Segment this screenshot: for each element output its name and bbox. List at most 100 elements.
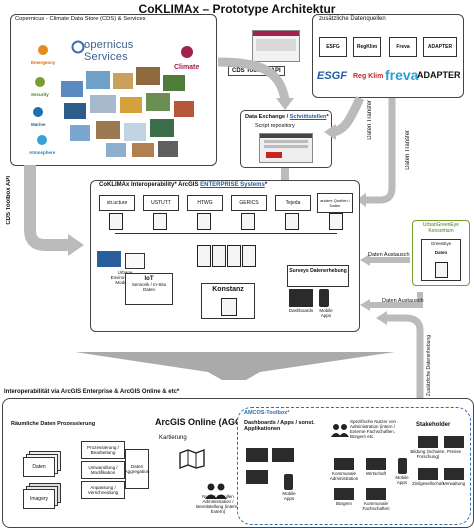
service-atmosphere: Atmosphere <box>29 133 55 156</box>
atmosphere-icon <box>37 135 48 145</box>
urbangreeneye-panel: UrbanGreenEye Konsortium GreenEye Daten <box>412 220 470 286</box>
agol-title: ArcGIS Online (AGOL)* <box>155 417 255 427</box>
daten-transfer-label-2: Daten Transfer <box>405 130 411 170</box>
copernicus-logo: opernicus Services <box>71 39 171 63</box>
interop-bus-line <box>115 233 337 234</box>
script-repository-screenshot <box>259 133 313 163</box>
interop-heading: CoKLIMAx Interoperability* ArcGIS ENTERP… <box>99 182 268 188</box>
page-title: CoKLIMAx – Prototype Architektur <box>138 2 336 16</box>
urbangreeneye-title: UrbanGreenEye Konsortium <box>422 222 460 234</box>
cds-web-thumbnail <box>252 30 300 62</box>
copernicus-logo-text: opernicus Services <box>84 39 134 63</box>
cds-heading: Copernicus - Climate Data Store (CDS) & … <box>15 16 146 22</box>
stake-item-1-screen <box>418 436 438 448</box>
cds-panel: Copernicus - Climate Data Store (CDS) & … <box>10 14 217 166</box>
stakeholder-title: Stakeholder <box>416 422 451 428</box>
climate-icon <box>180 46 193 58</box>
node-other-sources: andere Quellen / Daten <box>317 193 353 213</box>
stake-item-3-screen <box>418 468 438 480</box>
freva-logo: freva <box>385 67 419 83</box>
iot-box: IoT Sensorik / In-Situ Daten <box>125 273 173 305</box>
source-freva: Freva <box>389 37 417 57</box>
map-icon <box>179 449 205 469</box>
building-icon <box>125 253 145 269</box>
dash-item-1-screen <box>334 458 354 470</box>
data-stack-2: Imagery <box>23 483 63 509</box>
greeneye-box: GreenEye Daten <box>421 239 461 281</box>
process-step-1: Prozessierung / Bearbeitung <box>81 441 125 459</box>
imagery-label: Imagery <box>23 489 55 509</box>
bottom-heading: Interoperabilität via ArcGIS Enterprise … <box>4 389 180 395</box>
dash-screen-3 <box>246 470 268 484</box>
daten-austausch-label-1: Daten Austausch <box>368 252 410 258</box>
greeneye-daten: Daten <box>434 249 448 255</box>
spatial-processing-title: Räumliche Daten Prozessierung <box>11 421 96 427</box>
cds-toolbox-api-side-label: CDS Toolbox API <box>6 176 12 225</box>
mobile-app-icon <box>319 289 329 307</box>
dash-item-2-label: Wirtschaft <box>365 471 386 476</box>
dash-screen-2 <box>272 448 294 462</box>
esgf-logo: ESGF <box>317 70 347 82</box>
copernicus-ring-icon <box>71 40 85 54</box>
daten-austausch-label-2: Daten Austausch <box>382 298 424 304</box>
konstanz-box: Konstanz <box>201 283 255 319</box>
external-sources-heading: zusätzliche Datenquellen <box>319 16 386 22</box>
dashboard-screen-icon <box>289 289 313 307</box>
emergency-icon <box>38 45 49 55</box>
stake-item-4-screen <box>444 468 464 480</box>
mobile-apps-label: Mobile Apps <box>319 308 333 318</box>
iot-title: IoT <box>144 276 154 282</box>
dashboards-label: Dashboards <box>288 308 314 313</box>
mobile-apps-right-label: Mobile Apps <box>395 475 409 485</box>
mobile-apps-right-icon <box>398 458 407 474</box>
mobile-phone-icon <box>284 474 293 490</box>
dash-item-4-screen <box>366 488 386 500</box>
surveys-label: Surveys Datenerhebung <box>289 268 347 274</box>
node-ustutt: USTUTT <box>143 195 179 211</box>
daten-transfer-label-1: Daten Transfer <box>367 100 373 140</box>
greeneye-server-icon <box>435 262 448 278</box>
dash-item-3-screen <box>334 488 354 500</box>
stake-item-4-label: Verwaltung <box>442 481 466 486</box>
service-marine: Marine <box>31 105 46 128</box>
node-gerics: GERICS <box>231 195 267 211</box>
process-step-2: Umwandlung / Modifikation <box>81 461 125 479</box>
kartierung-label: Kartierung <box>159 435 187 441</box>
users-roles-label: Nutzer & Rollen Administration / Bereits… <box>196 494 240 514</box>
dash-item-1-label: Kommunale Administration <box>329 471 359 481</box>
marine-icon <box>33 107 44 117</box>
dashboards-apps-title: Dashboards / Apps / sonst. Applikationen <box>244 420 315 432</box>
konstanz-label: Konstanz <box>212 286 244 293</box>
unsg-logo <box>97 251 121 267</box>
service-emergency: Emergency <box>31 43 55 66</box>
bottom-panel: Räumliche Daten Prozessierung Daten Imag… <box>2 398 474 528</box>
node-tejeda: Tejeda <box>275 195 311 211</box>
data-aggregation: Daten Aggregation <box>125 449 149 489</box>
data-exchange-label: Data Exchange / Schnittstellen* <box>245 114 329 120</box>
script-repository-label: Script repository <box>255 123 295 129</box>
specific-users-label: Spezifische Nutzer von Administration (i… <box>350 419 397 439</box>
dash-item-3-label: Bürgern <box>335 501 352 506</box>
process-step-3: Anpassung / Verschneidung <box>81 481 125 499</box>
node-structure: str.ucture <box>99 195 135 211</box>
source-adapter: ADAPTER <box>423 37 457 57</box>
stake-item-3-label: Zivilgesellschaft <box>412 481 444 486</box>
dash-screen-1 <box>246 448 268 462</box>
service-security: Security <box>31 75 49 98</box>
node-servers <box>91 211 359 231</box>
data-exchange-panel: Data Exchange / Schnittstellen* Script r… <box>240 110 332 168</box>
amcos-toolbox-label: AMCOS-Toolbox* <box>244 410 290 416</box>
central-server-cluster <box>197 241 256 269</box>
greeneye-label: GreenEye <box>430 241 452 246</box>
source-esfg: ESFG <box>319 37 347 57</box>
mobile-apps-bottom-label: Mobile Apps <box>282 491 296 501</box>
adapter-logo: ADAPTER <box>417 70 461 80</box>
security-icon <box>34 77 45 87</box>
users-roles-icon <box>205 483 227 499</box>
iot-subtitle: Sensorik / In-Situ Daten <box>131 282 167 292</box>
amcos-toolbox-region: AMCOS-Toolbox* Dashboards / Apps / sonst… <box>237 407 471 525</box>
source-regklim: RegKlim <box>353 37 381 57</box>
unsg-block: Urbane Environmental Modelling <box>97 251 157 287</box>
service-climate: Climate <box>174 45 199 71</box>
interop-panel: CoKLIMAx Interoperability* ArcGIS ENTERP… <box>90 180 360 332</box>
